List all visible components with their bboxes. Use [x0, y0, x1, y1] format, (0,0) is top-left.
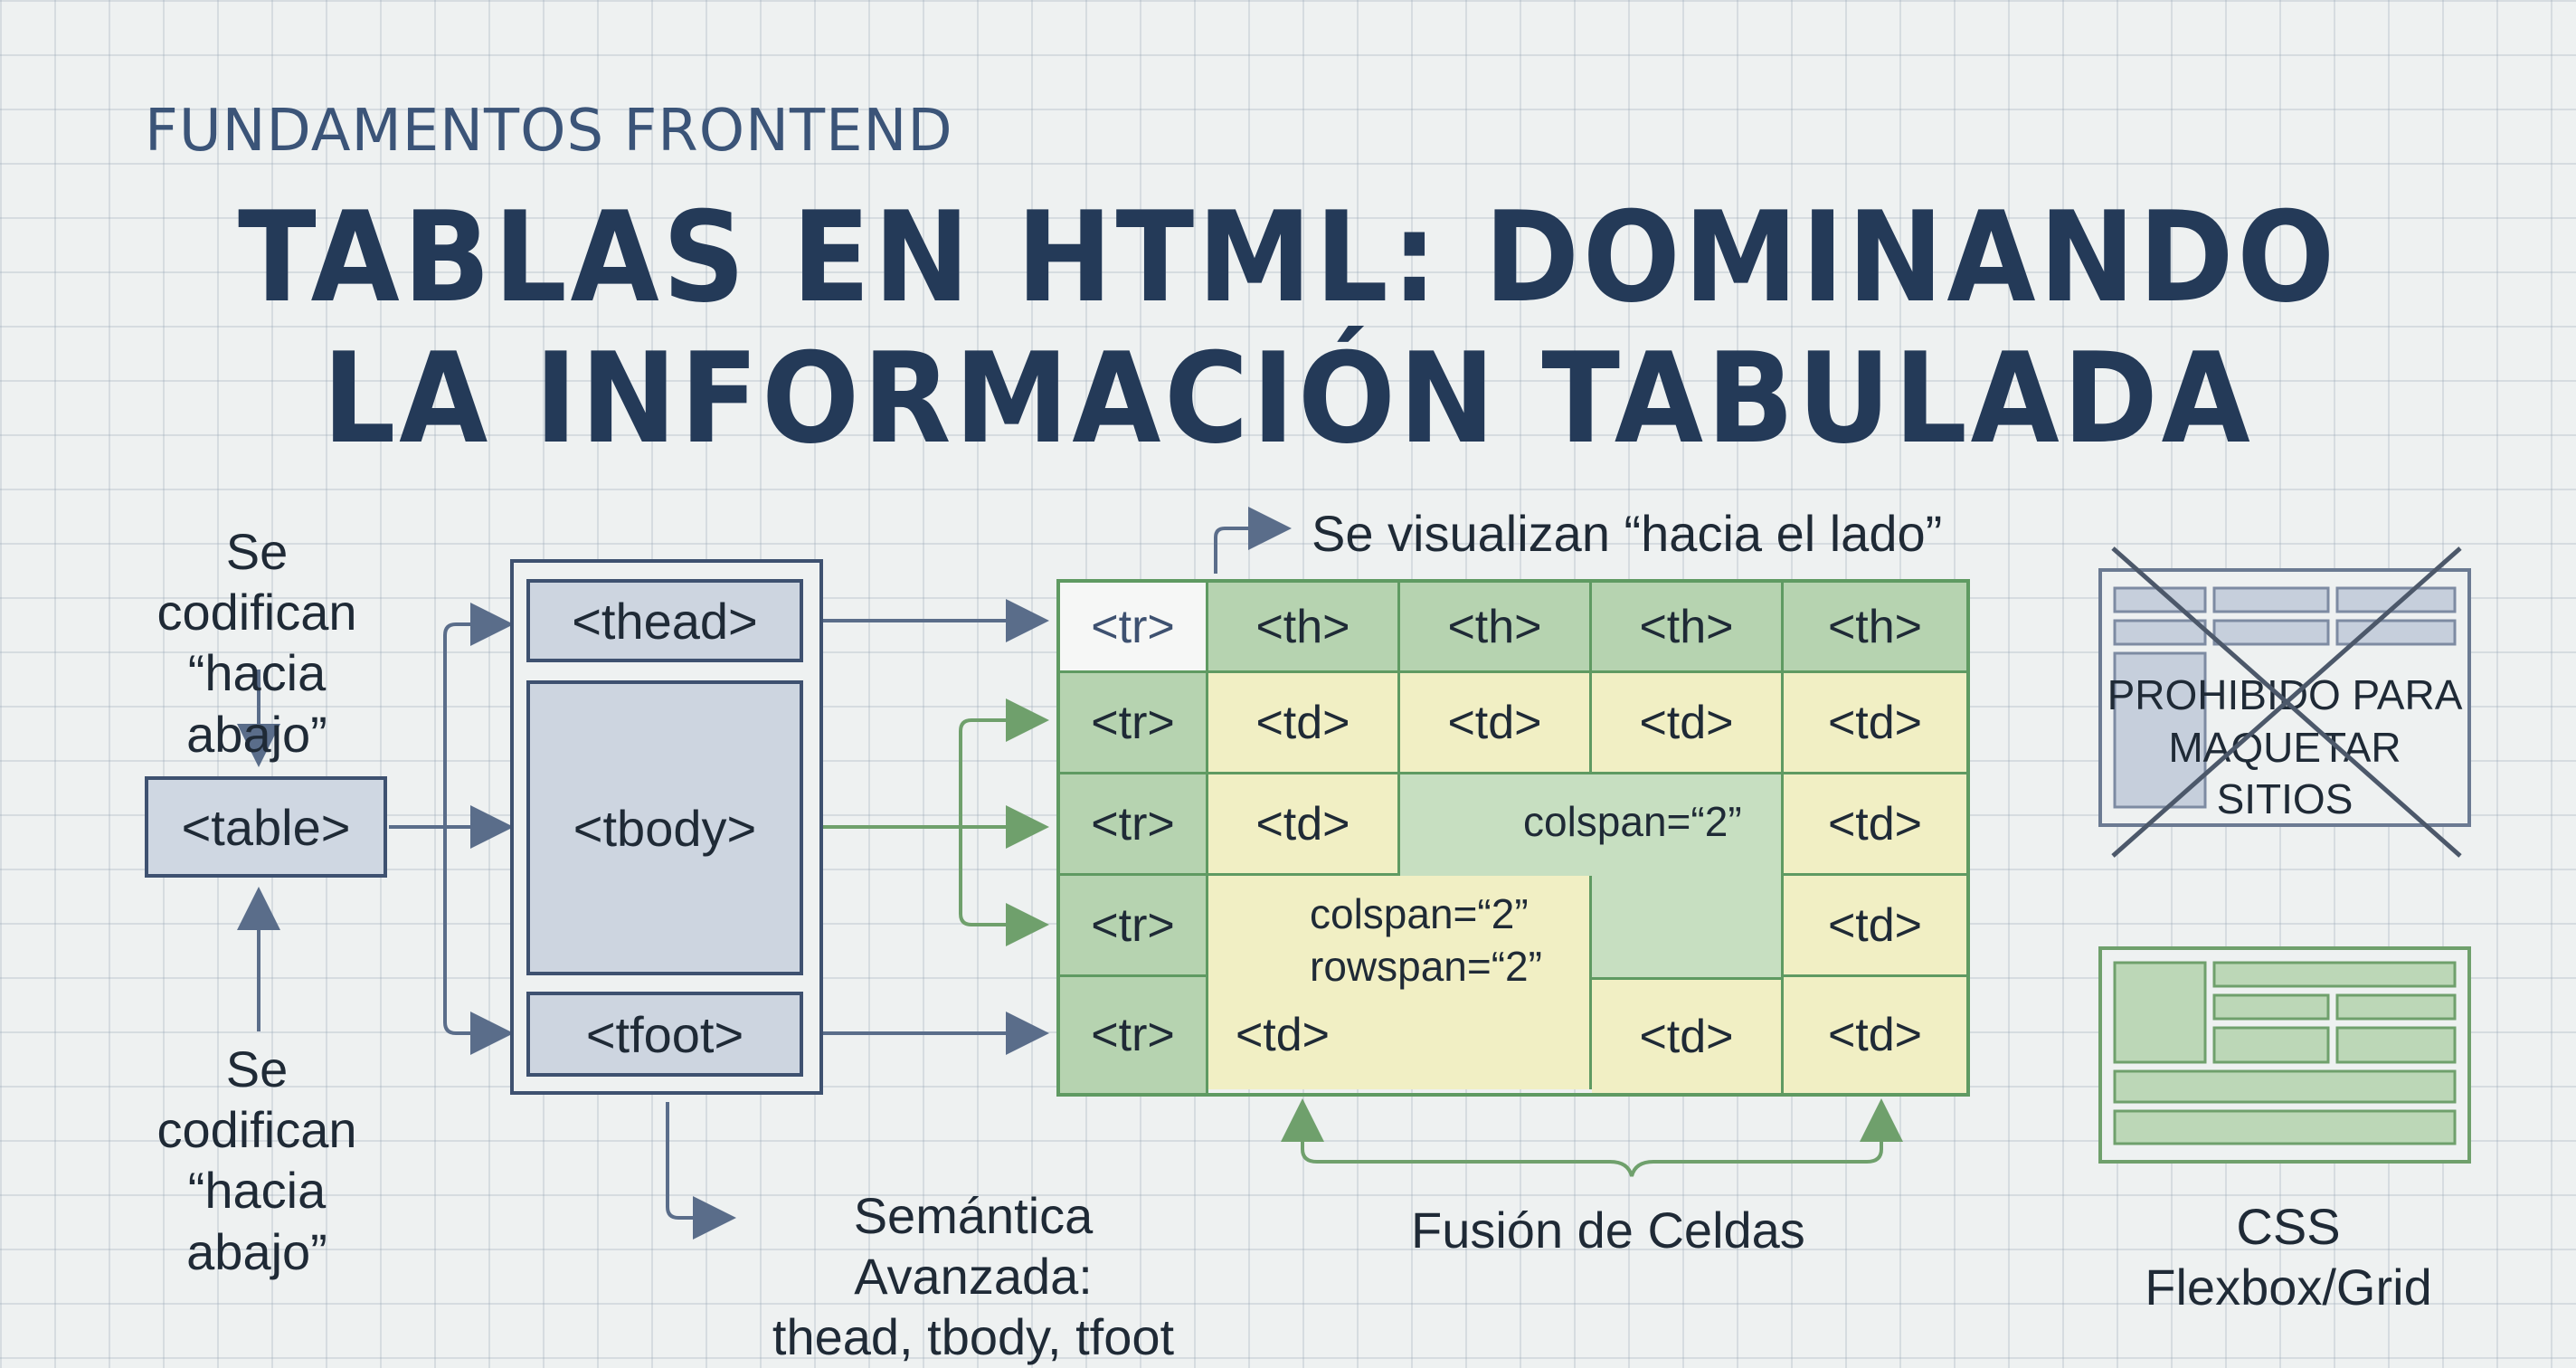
thead-label: <thead>: [572, 592, 758, 650]
merge-note-line-1: colspan=“2”: [1310, 890, 1529, 937]
table-grid: <tr> <th> <th> <th> <th> <tr> <td> <td> …: [1056, 579, 1970, 1097]
fusion-label: Fusión de Celdas: [1411, 1202, 1805, 1259]
note-coded-downwards-top: Se codifican “hacia abajo”: [121, 521, 393, 765]
grid-td-r3-c1: <td>: [1208, 774, 1400, 876]
side-note: Se visualizan “hacia el lado”: [1312, 505, 1943, 562]
grid-tr-row-2: <tr>: [1060, 673, 1208, 774]
semantic-line-2: thead, tbody, tfoot: [772, 1308, 1175, 1366]
grid-th-1: <th>: [1208, 583, 1400, 673]
prohibited-line-1: PROHIBIDO PARA: [2107, 671, 2463, 718]
table-element-box: <table>: [145, 776, 387, 878]
grid-td-r4-c4: <td>: [1784, 876, 1966, 977]
page-title-line-2: LA INFORMACIÓN TABULADA: [322, 326, 2254, 471]
grid-th-2: <th>: [1400, 583, 1592, 673]
note-top-line-2: “hacia abajo”: [186, 644, 327, 763]
note-bottom-line-1: Se codifican: [156, 1040, 357, 1159]
grid-th-3: <th>: [1592, 583, 1784, 673]
grid-th-4: <th>: [1784, 583, 1966, 673]
note-top-line-1: Se codifican: [156, 523, 357, 641]
page-title-line-1: TABLAS EN HTML: DOMINANDO: [238, 185, 2338, 330]
grid-td-r2-c3: <td>: [1592, 673, 1784, 774]
semantic-note: Semántica Avanzada: thead, tbody, tfoot: [729, 1185, 1217, 1368]
thead-box: <thead>: [526, 579, 803, 662]
grid-td-r5-c1: <td>: [1235, 1009, 1331, 1061]
merge-note-line-2: rowspan=“2”: [1310, 942, 1542, 990]
grid-tr-row-5: <tr>: [1060, 977, 1208, 1093]
merge-note: colspan=“2” rowspan=“2”: [1310, 888, 1542, 993]
kicker: FUNDAMENTOS FRONTEND: [145, 98, 953, 165]
grid-td-r5-c4: <td>: [1784, 977, 1966, 1093]
note-bottom-line-2: “hacia abajo”: [186, 1162, 327, 1280]
tbody-box: <tbody>: [526, 680, 803, 975]
colspan-note: colspan=“2”: [1523, 798, 1742, 845]
grid-td-r2-c2: <td>: [1400, 673, 1592, 774]
grid-td-r2-c1: <td>: [1208, 673, 1400, 774]
css-label: CSS Flexbox/Grid: [2145, 1198, 2432, 1316]
grid-td-r5-c3: <td>: [1592, 977, 1784, 1093]
grid-td-r2-c4: <td>: [1784, 673, 1966, 774]
css-layout-example: [2098, 946, 2471, 1164]
grid-tr-header: <tr>: [1060, 583, 1208, 673]
table-label: <table>: [181, 798, 351, 856]
grid-rowspan-cell: [1208, 876, 1592, 1089]
tfoot-box: <tfoot>: [526, 992, 803, 1077]
tfoot-label: <tfoot>: [585, 1005, 744, 1063]
prohibited-line-2: MAQUETAR SITIOS: [2168, 723, 2401, 823]
grid-td-r3-c4: <td>: [1784, 774, 1966, 876]
note-coded-downwards-bottom: Se codifican “hacia abajo”: [121, 1039, 393, 1282]
table-layout-example: PROHIBIDO PARA MAQUETAR SITIOS: [2098, 568, 2471, 827]
prohibited-label: PROHIBIDO PARA MAQUETAR SITIOS: [2104, 670, 2466, 826]
grid-tr-row-3: <tr>: [1060, 774, 1208, 876]
semantic-line-1: Semántica Avanzada:: [853, 1187, 1094, 1306]
tbody-label: <tbody>: [573, 799, 757, 857]
grid-tr-row-4: <tr>: [1060, 876, 1208, 977]
css-layout-sketch: [2113, 961, 2457, 1145]
